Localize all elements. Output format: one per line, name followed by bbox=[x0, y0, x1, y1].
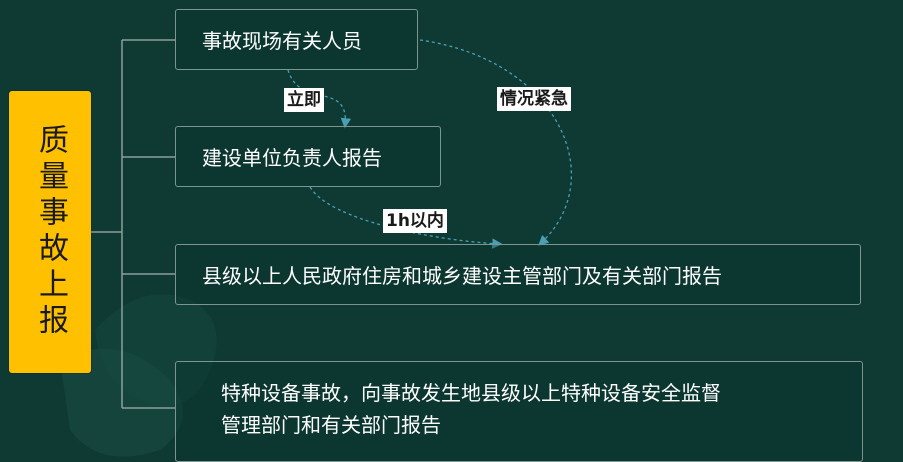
node-construction-unit-head-label: 建设单位负责人报告 bbox=[202, 146, 382, 170]
label-urgent: 情况紧急 bbox=[497, 87, 571, 111]
node-special-equipment-line-2: 管理部门和有关部门报告 bbox=[221, 413, 441, 437]
title-box: 质量事故上报 bbox=[9, 91, 91, 373]
node-county-authority: 县级以上人民政府住房和城乡建设主管部门及有关部门报告 bbox=[175, 244, 861, 305]
node-onsite-personnel-label: 事故现场有关人员 bbox=[202, 29, 362, 53]
arrow-urgent bbox=[419, 39, 573, 246]
tree-connector bbox=[91, 39, 175, 409]
label-within-1h: 1h以内 bbox=[383, 209, 447, 233]
arrow-within-1h bbox=[309, 186, 503, 249]
node-special-equipment-line-1: 特种设备事故，向事故发生地县级以上特种设备安全监督 bbox=[221, 381, 721, 405]
diagram-title: 质量事故上报 bbox=[33, 124, 68, 340]
label-immediately: 立即 bbox=[284, 88, 324, 112]
node-special-equipment: 特种设备事故，向事故发生地县级以上特种设备安全监督 管理部门和有关部门报告 bbox=[175, 361, 863, 462]
node-onsite-personnel: 事故现场有关人员 bbox=[175, 9, 418, 70]
node-county-authority-label: 县级以上人民政府住房和城乡建设主管部门及有关部门报告 bbox=[202, 264, 722, 288]
arrow-immediately bbox=[287, 69, 352, 129]
node-construction-unit-head: 建设单位负责人报告 bbox=[175, 126, 441, 187]
